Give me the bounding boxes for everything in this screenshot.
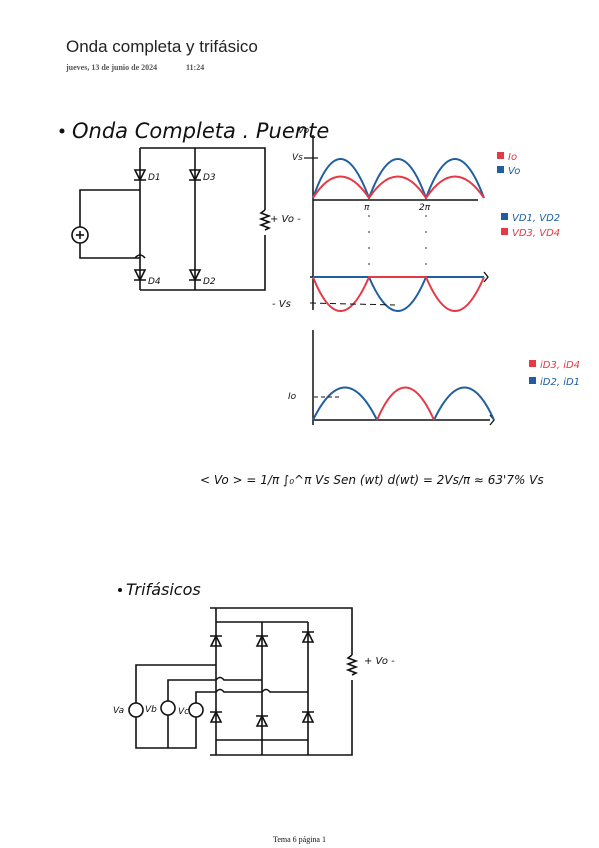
legend1-swatch-io (497, 152, 504, 159)
section2-heading: Trifásicos (118, 580, 201, 599)
three-phase-rectifier-circuit (128, 607, 359, 756)
three-phase-diode-lower-a-icon (209, 710, 223, 723)
resistor-icon (258, 209, 272, 231)
section2-heading-text: Trifásicos (126, 580, 201, 599)
diode-d2-icon (188, 269, 202, 282)
legend3-swatch-id34 (529, 360, 536, 367)
source-label-a: Va (113, 706, 124, 716)
diode-label-d2: D2 (203, 277, 216, 287)
legend3-label-id34: iD3, iD4 (540, 360, 580, 371)
page-time: 11:24 (186, 63, 205, 72)
section1-heading: Onda Completa . Puente (59, 119, 329, 143)
diode-label-d4: D4 (148, 277, 161, 287)
graph1-axis-vo: Vo (298, 126, 310, 136)
source-b-icon (160, 700, 176, 716)
legend3-label-id21: iD2, iD1 (540, 377, 580, 388)
section1-heading-text: Onda Completa . Puente (72, 119, 329, 143)
source-a-icon (128, 702, 144, 718)
tick-2pi: 2π (419, 203, 431, 213)
three-phase-resistor-icon (345, 654, 359, 676)
legend2-label-vd12: VD1, VD2 (512, 213, 560, 224)
legend2-label-vd34: VD3, VD4 (512, 228, 560, 239)
average-voltage-formula: < Vo > = 1/π ∫₀^π Vs Sen (wt) d(wt) = 2V… (200, 473, 544, 487)
bridge-vo-label: + Vo - (270, 214, 301, 225)
legend2 (501, 213, 508, 235)
three-phase-diode-lower-c-icon (301, 710, 315, 723)
page-footer: Tema 6 página 1 (273, 835, 326, 844)
legend3 (529, 360, 536, 384)
graph-vo-io (304, 135, 485, 205)
three-phase-diode-upper-b-icon (255, 634, 269, 647)
legend3-swatch-id21 (529, 377, 536, 384)
source-c-icon (188, 702, 204, 718)
legend1-label-io: Io (508, 152, 517, 163)
three-phase-vo-label: + Vo - (364, 656, 395, 667)
diode-d4-icon (133, 269, 147, 282)
three-phase-diode-upper-a-icon (209, 634, 223, 647)
bridge-rectifier-circuit (71, 147, 272, 291)
graph1-vs-label: Vs (292, 153, 303, 163)
diode-label-d1: D1 (148, 173, 161, 183)
three-phase-diode-lower-b-icon (255, 714, 269, 727)
source-label-c: Vc (178, 707, 189, 717)
legend1 (497, 152, 504, 173)
legend1-label-vo: Vo (508, 166, 520, 177)
legend2-swatch-vd12 (501, 213, 508, 220)
graph-diode-voltages (309, 205, 489, 312)
legend1-swatch-vo (497, 166, 504, 173)
legend2-swatch-vd34 (501, 228, 508, 235)
graph2-neg-vs-label: - Vs (272, 299, 291, 310)
page-date: jueves, 13 de junio de 2024 (66, 63, 158, 72)
three-phase-diode-upper-c-icon (301, 630, 315, 643)
graph3-io-label: Io (288, 392, 297, 402)
diode-d1-icon (133, 169, 147, 182)
tick-pi: π (364, 203, 370, 213)
diode-label-d3: D3 (203, 173, 216, 183)
source-label-b: Vb (145, 705, 157, 715)
page-title: Onda completa y trifásico (66, 37, 258, 56)
graph-diode-currents (312, 330, 495, 426)
diode-d3-icon (188, 169, 202, 182)
